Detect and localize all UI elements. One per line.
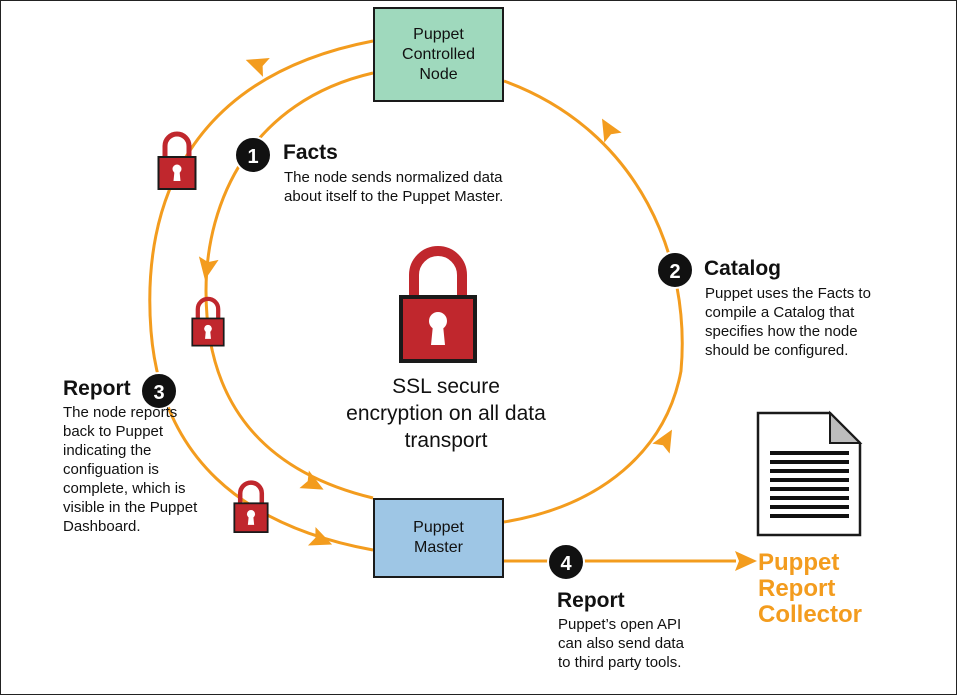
arrowhead-collector bbox=[735, 551, 757, 571]
step-badge-2: 2 bbox=[656, 251, 694, 289]
step-badge-3: 3 bbox=[140, 372, 178, 410]
step-badge-1: 1 bbox=[234, 136, 272, 174]
arrowhead-inner-bottom bbox=[299, 470, 329, 499]
arrowhead-right-bottom bbox=[652, 424, 681, 454]
step-badge-4: 4 bbox=[547, 543, 585, 581]
padlock-icon bbox=[401, 251, 475, 361]
step-number: 2 bbox=[669, 261, 680, 283]
step-2-title: Catalog bbox=[704, 257, 782, 280]
step-number: 1 bbox=[247, 146, 258, 168]
step-1-title: Facts bbox=[283, 141, 338, 164]
puppet-master-box: Puppet Master bbox=[373, 498, 504, 578]
padlock-icon bbox=[159, 134, 196, 189]
ssl-caption: SSL secure encryption on all data transp… bbox=[346, 375, 546, 452]
step-4-description: Puppet’s open API can also send data to … bbox=[558, 616, 684, 671]
report-collector-label: Puppet Report Collector bbox=[758, 549, 863, 628]
puppet-controlled-node-box: Puppet Controlled Node bbox=[373, 7, 504, 102]
step-3-description: The node reports back to Puppet indicati… bbox=[63, 404, 198, 535]
right-loop-arc bbox=[503, 79, 684, 524]
padlock-icon bbox=[192, 299, 223, 346]
padlock-icon bbox=[234, 483, 267, 532]
step-1-description: The node sends normalized data about its… bbox=[284, 169, 504, 205]
master-label: Puppet Master bbox=[413, 519, 464, 556]
step-2-description: Puppet uses the Facts to compile a Catal… bbox=[705, 285, 871, 359]
arrowhead-outer-top bbox=[242, 50, 270, 77]
step-number: 3 bbox=[153, 382, 164, 404]
step-number: 4 bbox=[560, 553, 572, 575]
document-icon bbox=[756, 410, 863, 537]
inner-loop-arc bbox=[204, 71, 374, 500]
node-label: Puppet Controlled Node bbox=[402, 25, 475, 83]
step-3-title: Report bbox=[63, 377, 131, 400]
step-4-title: Report bbox=[557, 589, 625, 612]
